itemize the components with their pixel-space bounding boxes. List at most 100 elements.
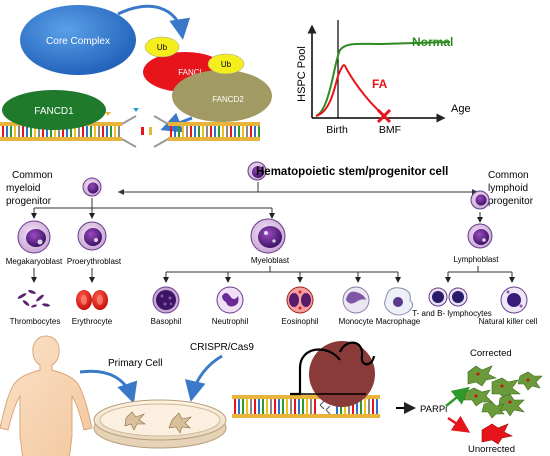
lymphoblast-label: Lymphoblast bbox=[453, 255, 499, 264]
dna-base-pair bbox=[298, 399, 300, 414]
monocyte-cell bbox=[342, 286, 370, 314]
dna-base-pair bbox=[310, 399, 312, 414]
dna-base-pair bbox=[10, 126, 12, 137]
dna-base-pair bbox=[230, 126, 232, 137]
dna-base-pair bbox=[254, 126, 256, 137]
y-axis-label: HSPC Pool bbox=[296, 46, 308, 102]
dna-base-pair bbox=[368, 399, 370, 414]
dna-base-pair bbox=[194, 126, 196, 137]
dna-base-pair bbox=[226, 126, 228, 137]
dna-base-pair bbox=[102, 126, 104, 137]
lymphoid-progenitor-cell bbox=[470, 190, 490, 210]
hspc-title: Hematopoietic stem/progenitor cell bbox=[256, 166, 448, 178]
dna-base-pair bbox=[314, 399, 316, 414]
dna-base-pair bbox=[214, 126, 216, 137]
lymphoid-label-3: progenitor bbox=[488, 196, 534, 207]
proerythroblast-cell bbox=[77, 221, 107, 251]
fa-pathway-panel: Core Complex FANCI Ub FANCD2 Ub FANCD1 bbox=[0, 4, 272, 148]
myeloid-label-3: progenitor bbox=[6, 196, 52, 207]
primary-cell-label: Primary Cell bbox=[108, 358, 162, 369]
dna-base-pair bbox=[54, 126, 56, 137]
dna-base-pair bbox=[376, 399, 378, 414]
lymphoid-label-2: lymphoid bbox=[488, 183, 528, 194]
dna-base-pair bbox=[222, 126, 224, 137]
fa-curve bbox=[315, 64, 386, 117]
crispr-arrow bbox=[185, 354, 223, 402]
dna-base-pair bbox=[90, 126, 92, 137]
parpi-label: PARPi bbox=[420, 404, 447, 415]
dna-base-pair bbox=[70, 126, 72, 137]
dna-base-pair bbox=[238, 399, 240, 414]
dna-base-pair bbox=[262, 399, 264, 414]
dna-base-pair bbox=[246, 399, 248, 414]
dna-base-pair bbox=[206, 126, 208, 137]
dna-base-pair bbox=[74, 126, 76, 137]
dna-base-pair bbox=[294, 399, 296, 414]
dna-base-pair bbox=[42, 126, 44, 137]
macrophage-cell bbox=[384, 287, 414, 316]
lymphoid-label-1: Common bbox=[488, 170, 529, 181]
dna-base-pair bbox=[86, 126, 88, 137]
birth-label: Birth bbox=[326, 124, 348, 136]
core-to-ub-arrow bbox=[117, 4, 191, 40]
dna-base-pair bbox=[278, 399, 280, 414]
corrected-cells bbox=[463, 365, 543, 419]
t-b-lymphocytes-label: T- and B- lymphocytes bbox=[412, 309, 492, 318]
myeloblast-label: Myeloblast bbox=[251, 256, 290, 265]
dna-base-pair bbox=[282, 399, 284, 414]
dna-base-pair bbox=[290, 399, 292, 414]
dna-base-pair bbox=[302, 399, 304, 414]
dna-base-pair bbox=[242, 399, 244, 414]
dna-base-pair bbox=[258, 399, 260, 414]
dna-base-pair bbox=[106, 126, 108, 137]
primary-cell-arrow bbox=[79, 369, 138, 404]
dna-base-pair bbox=[38, 126, 40, 137]
dna-base-pair bbox=[174, 126, 176, 137]
human-silhouette bbox=[0, 335, 93, 456]
dna-base-pair bbox=[234, 399, 236, 414]
dna-base-pair bbox=[306, 399, 308, 414]
hspc-chart: HSPC Pool Age Birth BMF Normal FA bbox=[296, 20, 471, 136]
dna-base-pair bbox=[22, 126, 24, 137]
dna-base-pair bbox=[118, 126, 120, 137]
dna-base-pair bbox=[198, 126, 200, 137]
dna-base-pair bbox=[372, 399, 374, 414]
myeloid-label-2: myeloid bbox=[6, 183, 40, 194]
dna-base-pair bbox=[210, 126, 212, 137]
nk-cell-label: Natural killer cell bbox=[479, 317, 538, 326]
dna-base-pair bbox=[186, 126, 188, 137]
eosinophil-cell bbox=[286, 286, 314, 314]
dna-base-pair bbox=[258, 126, 260, 137]
erythrocyte-icon bbox=[76, 290, 108, 310]
dna-base-pair bbox=[250, 126, 252, 137]
gene-correction-panel: Primary Cell CRISPR/Cas9 PARP bbox=[0, 335, 543, 456]
dna-base-pair bbox=[2, 126, 4, 137]
dna-base-pair bbox=[238, 126, 240, 137]
dna-base-pair bbox=[348, 399, 350, 414]
dna-base-pair bbox=[78, 126, 80, 137]
ub-ellipse-1 bbox=[144, 36, 180, 58]
corrected-label: Corrected bbox=[470, 348, 512, 359]
fa-label: FA bbox=[372, 77, 388, 91]
ub-label-1: Ub bbox=[157, 43, 168, 52]
uncorrected-arrow bbox=[447, 415, 471, 433]
dna-base-pair bbox=[170, 126, 172, 137]
dna-base-pair bbox=[254, 399, 256, 414]
myeloid-progenitor-cell bbox=[82, 177, 102, 197]
dna-base-pair bbox=[34, 126, 36, 137]
basophil-cell bbox=[152, 286, 180, 314]
dna-base-pair bbox=[30, 126, 32, 137]
dna-base-pair bbox=[110, 126, 112, 137]
monocyte-label: Monocyte bbox=[339, 317, 374, 326]
myeloid-label-1: Common bbox=[12, 170, 53, 181]
fanci-label: FANCI bbox=[178, 68, 202, 77]
t-b-lymphocytes-cells bbox=[428, 287, 468, 307]
lymphoblast-cell bbox=[467, 223, 493, 249]
fancd1-label: FANCD1 bbox=[34, 106, 74, 117]
neutrophil-label: Neutrophil bbox=[212, 317, 249, 326]
dna-base-pair bbox=[58, 126, 60, 137]
dna-base-pair bbox=[14, 126, 16, 137]
dna-base-pair bbox=[26, 126, 28, 137]
dna-base-pair bbox=[202, 126, 204, 137]
